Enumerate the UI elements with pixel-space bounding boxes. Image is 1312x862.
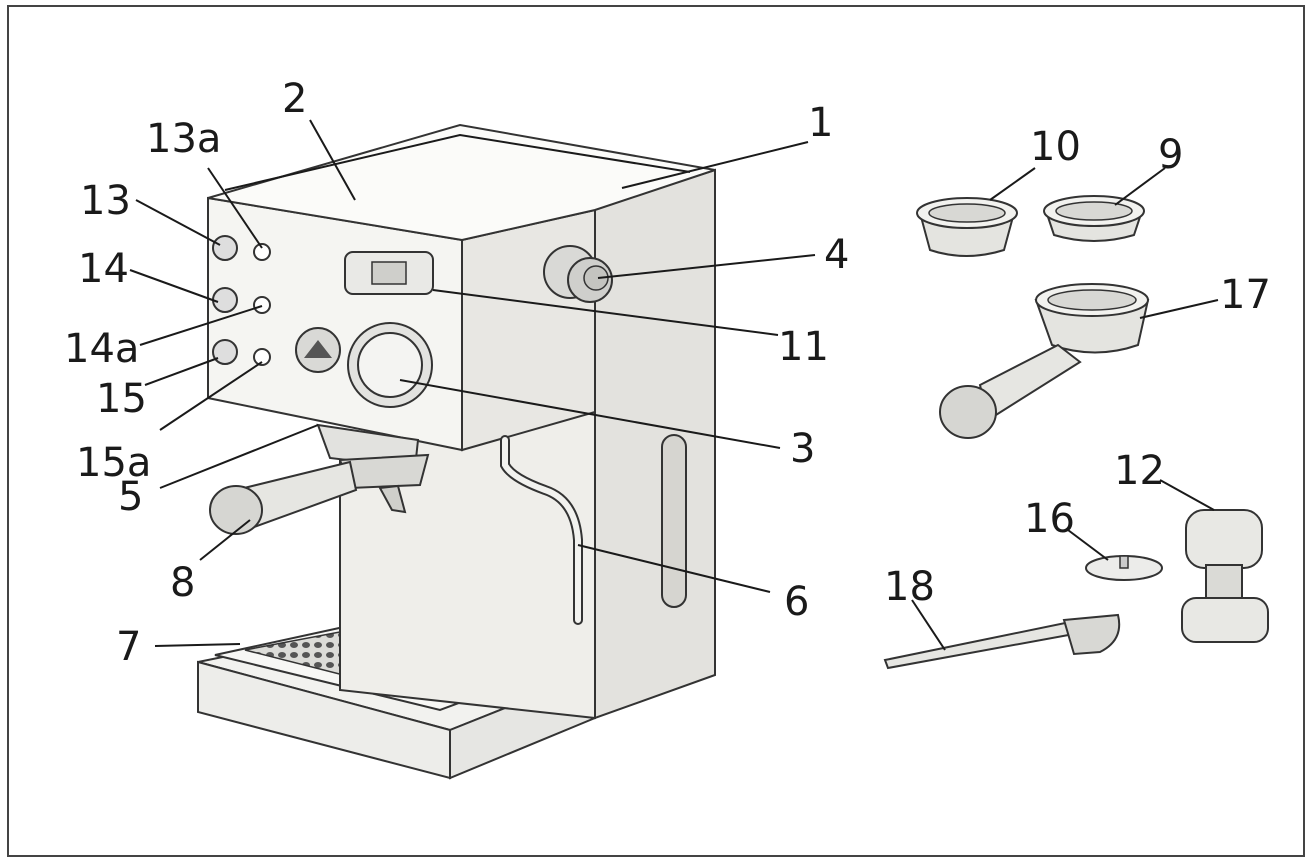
callout-8: 8 — [170, 560, 195, 606]
knob-14 — [212, 287, 238, 313]
leader-lines — [129, 119, 1219, 651]
leader-2 — [309, 119, 356, 201]
logo-mark — [304, 340, 332, 358]
leader-3 — [399, 379, 781, 449]
leader-15a — [159, 361, 263, 431]
leader-14a — [139, 305, 263, 346]
cup-warmer-top — [207, 123, 716, 242]
leader-13a — [207, 167, 263, 249]
espresso-machine — [197, 123, 716, 780]
callout-3: 3 — [790, 426, 815, 472]
callout-14a: 14a — [64, 326, 139, 372]
filter-basket-9 — [1043, 195, 1145, 242]
leader-7 — [154, 643, 241, 647]
leader-13 — [135, 199, 221, 246]
blind-filter-16 — [1085, 555, 1163, 581]
tamper-12 — [1181, 509, 1269, 643]
leader-18 — [911, 599, 946, 651]
leader-10 — [989, 167, 1036, 201]
water-level-window — [661, 434, 687, 608]
knob-13 — [212, 235, 238, 261]
lamp-13a — [253, 243, 271, 261]
leader-17 — [1139, 299, 1219, 319]
steam-knob — [543, 245, 613, 303]
portafilter-17 — [939, 283, 1150, 439]
callout-12: 12 — [1114, 448, 1165, 494]
leader-9 — [1114, 167, 1166, 206]
pressure-gauge-face — [357, 332, 423, 398]
callout-5: 5 — [118, 474, 143, 520]
callout-14: 14 — [78, 246, 129, 292]
callout-15: 15 — [96, 376, 147, 422]
callout-16: 16 — [1024, 496, 1075, 542]
leader-16 — [1067, 529, 1109, 561]
callout-9: 9 — [1158, 132, 1183, 178]
leader-11 — [432, 289, 779, 336]
callout-6: 6 — [784, 579, 809, 625]
measuring-spoon-18 — [883, 613, 1121, 670]
leader-6 — [577, 544, 771, 593]
callout-4: 4 — [824, 232, 849, 278]
top-rim — [224, 133, 691, 191]
leader-4 — [597, 254, 816, 279]
filter-basket-10 — [916, 197, 1018, 257]
side-panel — [594, 168, 716, 720]
callout-7: 7 — [116, 624, 141, 670]
knob-15 — [212, 339, 238, 365]
callout-11: 11 — [778, 324, 829, 370]
lamp-15a — [253, 348, 271, 366]
callout-2: 2 — [282, 76, 307, 122]
callout-17: 17 — [1220, 272, 1271, 318]
callout-labels: 1 2 3 4 5 6 7 8 9 10 11 12 13 13a 14 14a… — [64, 76, 1271, 670]
display-screen — [371, 261, 407, 285]
callout-13: 13 — [80, 178, 131, 224]
lamp-14a — [253, 296, 271, 314]
accessories — [883, 195, 1269, 670]
callout-15a: 15a — [76, 440, 151, 486]
leader-5 — [159, 424, 319, 489]
leader-8 — [199, 519, 251, 561]
leader-12 — [1159, 479, 1215, 511]
control-knobs — [212, 235, 271, 366]
leader-14 — [129, 269, 219, 303]
callout-13a: 13a — [146, 116, 221, 162]
leader-15 — [144, 357, 219, 386]
portafilter-mounted — [209, 453, 430, 535]
callout-10: 10 — [1030, 124, 1081, 170]
callout-18: 18 — [884, 564, 935, 610]
leader-1 — [621, 141, 809, 189]
callout-1: 1 — [808, 100, 833, 146]
